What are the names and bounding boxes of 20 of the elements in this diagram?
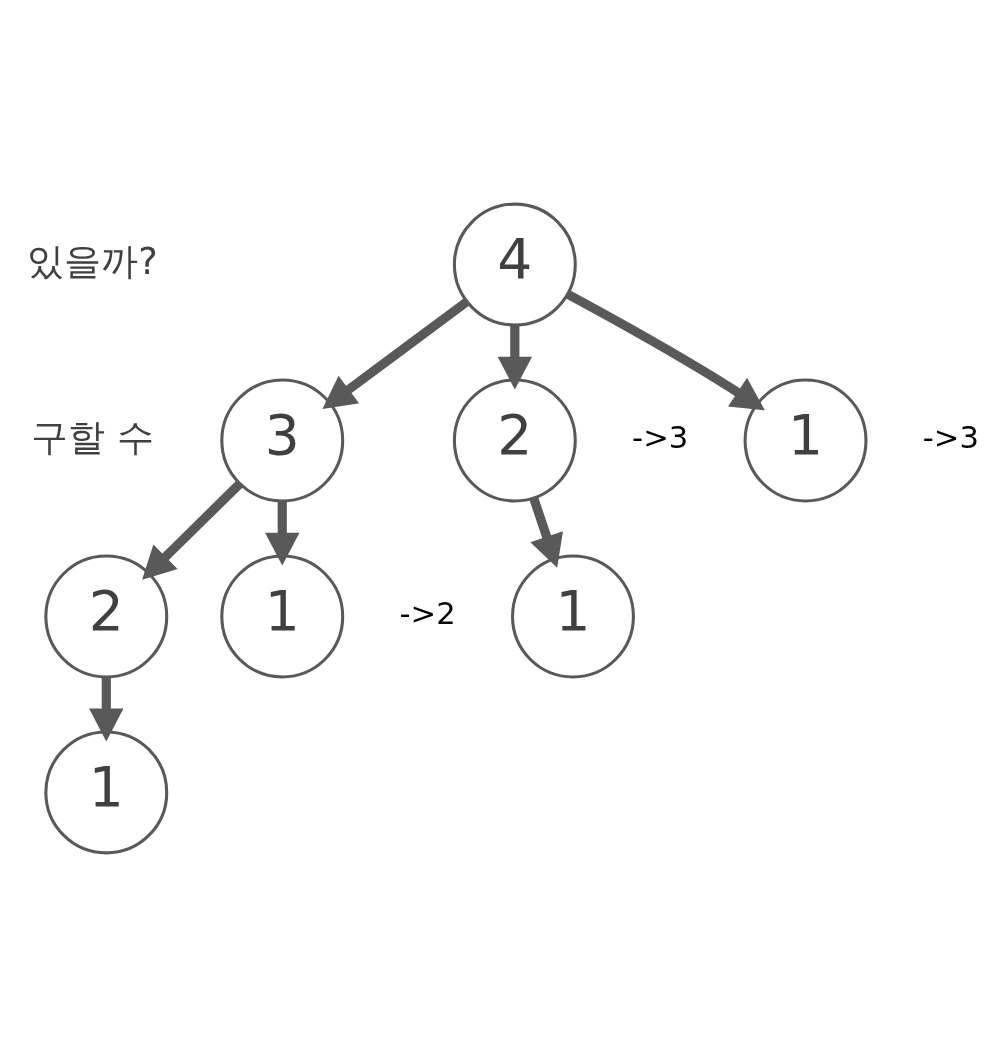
node-circle: 1 bbox=[510, 554, 635, 678]
label: 구할 수 bbox=[30, 415, 154, 459]
node-circle: 3 bbox=[219, 378, 344, 502]
arrow bbox=[565, 289, 765, 410]
arrow bbox=[321, 297, 469, 409]
label: 있을까? bbox=[26, 239, 158, 283]
node-circle: 2 bbox=[43, 554, 168, 678]
arrow bbox=[497, 324, 532, 390]
arrow bbox=[88, 676, 124, 741]
arrow bbox=[141, 480, 243, 580]
node-circle: 4 bbox=[452, 202, 577, 327]
node-circle: 1 bbox=[43, 729, 168, 854]
arrow bbox=[264, 500, 299, 565]
node-circle: 2 bbox=[452, 378, 577, 502]
arrow bbox=[528, 496, 563, 568]
node-label: ->3 bbox=[631, 419, 688, 455]
node-label: ->3 bbox=[922, 419, 979, 455]
node-circle: 1 bbox=[743, 378, 867, 502]
node-label: ->2 bbox=[399, 595, 456, 631]
node-circle: 1 bbox=[219, 554, 344, 678]
